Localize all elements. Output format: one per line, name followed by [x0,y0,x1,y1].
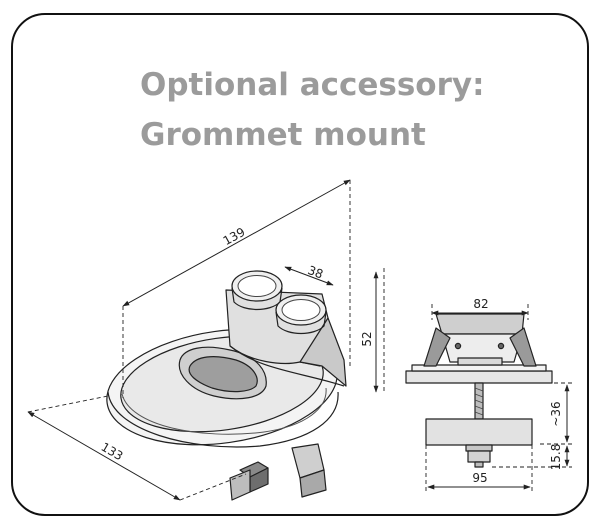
front-body [423,313,537,367]
dim-label-38: 38 [306,263,325,282]
isometric-view [27,179,385,501]
dim-label-133: 133 [99,440,126,464]
front-base-plate [405,364,553,384]
clamp-bracket [229,443,327,501]
dim-label-15-8: 15.8 [549,444,563,471]
front-dimension-lines [427,310,570,490]
dim-label-52: 52 [360,331,374,346]
iso-dimension-lines [27,179,379,501]
front-extension-lines [425,304,572,494]
rounded-frame [11,13,589,516]
front-clamp-plate [425,418,533,446]
dim-label-82: 82 [473,297,488,311]
front-view [405,304,572,494]
dim-label-95: 95 [472,471,487,485]
title: Optional accessory: Grommet mount [140,60,484,160]
title-line-1: Optional accessory: [140,67,485,103]
front-stud [474,382,484,420]
title-line-2: Grommet mount [140,117,426,153]
front-nut [465,444,493,468]
dim-label-36: ~36 [549,401,563,426]
